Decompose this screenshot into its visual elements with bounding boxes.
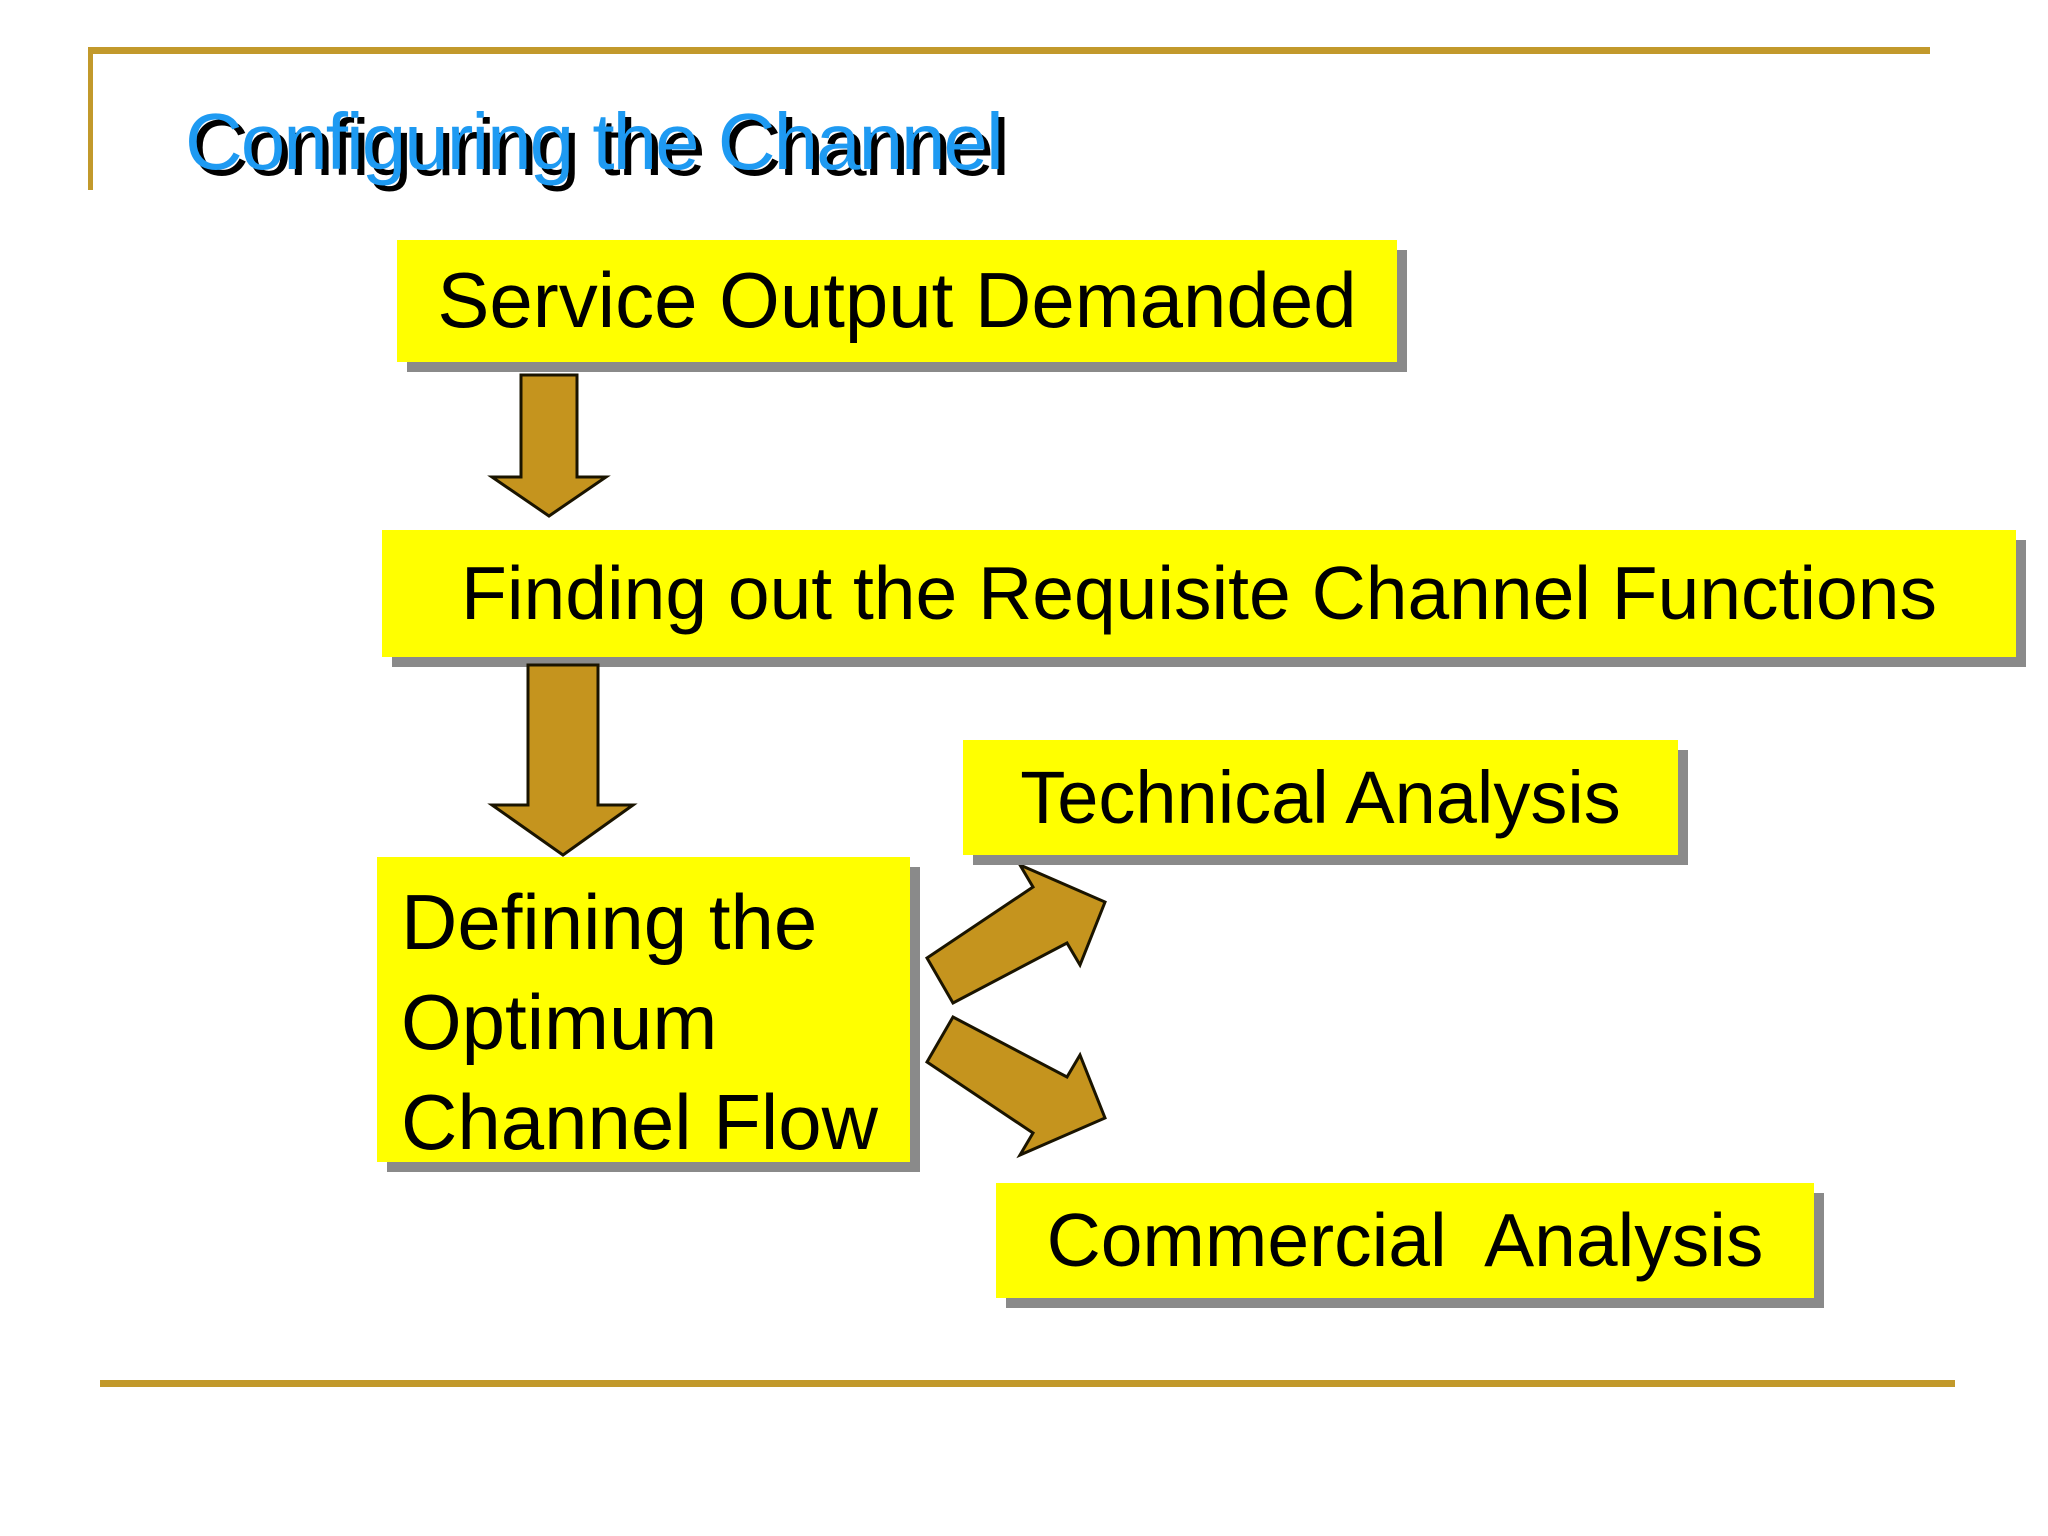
down-arrow-icon	[487, 373, 611, 518]
optimum-channel-flow-line1: Defining the	[401, 878, 818, 966]
optimum-channel-flow-line2: Optimum	[401, 977, 718, 1066]
commercial-analysis-label: Commercial Analysis	[1046, 1198, 1764, 1283]
technical-analysis-label: Technical Analysis	[1020, 755, 1621, 839]
down-arrow-icon	[487, 663, 638, 857]
optimum-channel-flow-line3: Channel Flow	[401, 1077, 878, 1166]
left-rule-line	[88, 47, 93, 190]
page-title: Configuring the Channel	[185, 97, 1004, 186]
technical-analysis-box: Technical Analysis	[963, 740, 1678, 855]
service-output-demanded-label: Service Output Demanded	[437, 256, 1357, 345]
double-branch-arrow-icon	[924, 861, 1107, 1159]
bottom-rule-line	[100, 1380, 1955, 1387]
service-output-demanded-box: Service Output Demanded	[397, 240, 1397, 362]
optimum-channel-flow-box: Defining the Optimum Channel Flow	[377, 857, 910, 1166]
requisite-channel-functions-box: Finding out the Requisite Channel Functi…	[382, 530, 2016, 657]
top-rule-line	[88, 47, 1930, 54]
requisite-channel-functions-label: Finding out the Requisite Channel Functi…	[461, 551, 1937, 636]
commercial-analysis-box: Commercial Analysis	[996, 1183, 1814, 1298]
